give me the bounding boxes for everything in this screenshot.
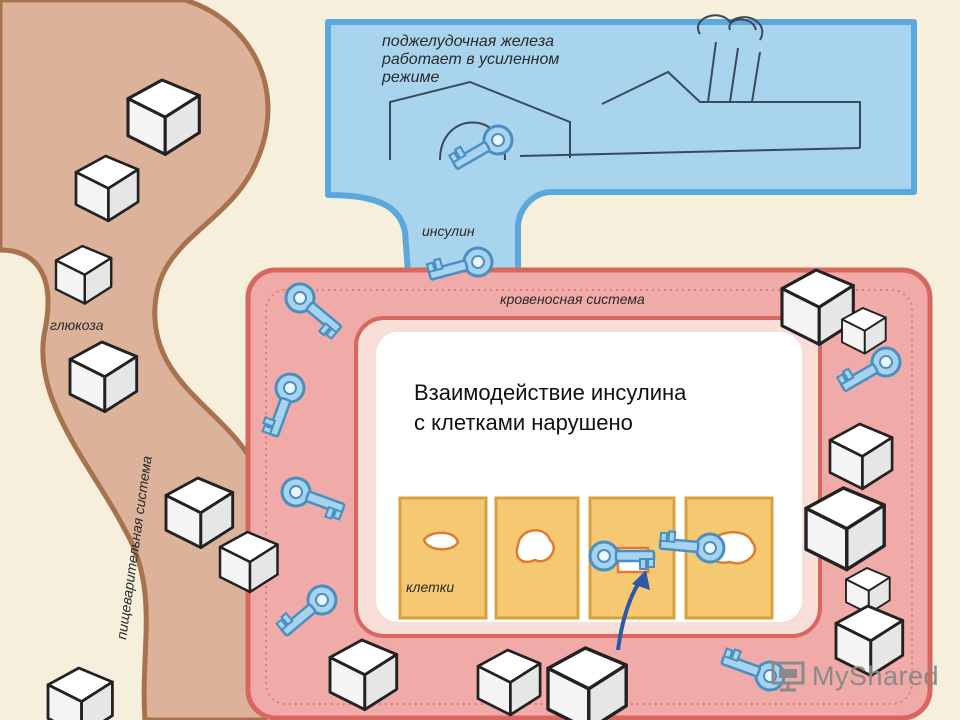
caption-line-1: Взаимодействие инсулина	[414, 380, 687, 405]
factory-drawing	[389, 14, 861, 161]
cells-group: клетки	[398, 496, 774, 651]
watermark-text: MyShared	[812, 660, 940, 691]
glucose-cube	[46, 666, 114, 720]
pancreas-label-line3: режиме	[381, 69, 439, 86]
blood-system-label: кровеносная система	[500, 291, 645, 307]
caption-line-2: с клетками нарушено	[414, 410, 633, 435]
main-caption: Взаимодействие инсулина с клетками наруш…	[414, 378, 774, 438]
cell-receptor	[422, 531, 460, 551]
arrow-head-icon	[632, 570, 650, 590]
pancreas-label-line2: работает в усиленном	[381, 51, 559, 68]
glucose-label: глюкоза	[50, 317, 104, 333]
cell-receptor	[515, 529, 555, 563]
insulin-label: инсулин	[422, 223, 475, 239]
pancreas-label-line1: поджелудочная железа	[382, 33, 554, 50]
presentation-icon	[771, 661, 805, 692]
cell	[398, 496, 488, 620]
cells-label: клетки	[406, 579, 454, 595]
pancreas-bubble: поджелудочная железа работает в усиленно…	[325, 14, 917, 275]
watermark: MyShared	[770, 658, 939, 694]
